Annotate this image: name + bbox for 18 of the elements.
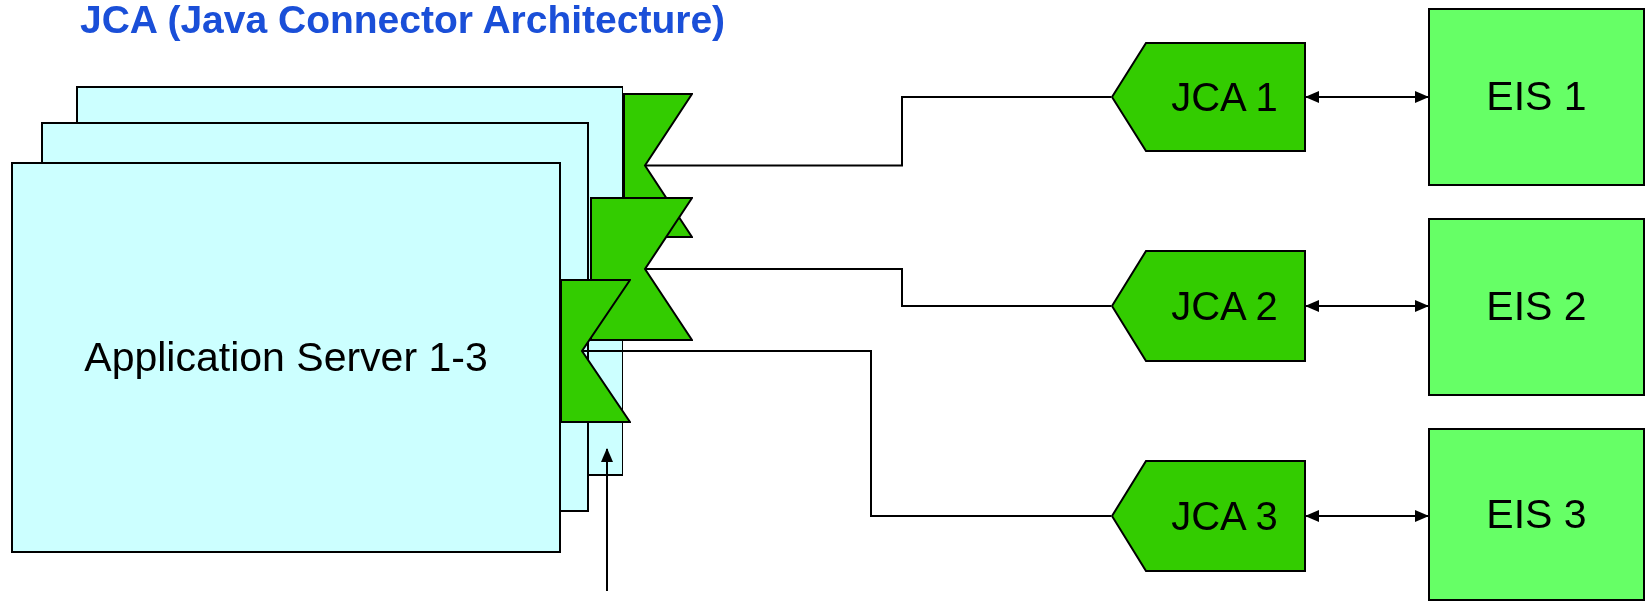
adapter-label: JCA 1: [1171, 74, 1278, 121]
arrow: [1305, 91, 1429, 103]
adapter-label: JCA 2: [1171, 283, 1278, 330]
box-label: EIS 2: [1486, 282, 1587, 332]
system-box: [1428, 218, 1645, 396]
box-label: EIS 1: [1486, 72, 1587, 122]
arrow: [601, 448, 613, 592]
diagram-title: JCA (Java Connector Architecture): [80, 0, 726, 42]
arrow: [1305, 510, 1429, 522]
connector-line: [581, 350, 1112, 517]
system-box: [1428, 428, 1645, 601]
adapter-label: JCA 3: [1171, 493, 1278, 540]
connector-line: [644, 96, 1112, 167]
server-label: Application Server 1-3: [83, 332, 489, 382]
arrow: [1305, 300, 1429, 312]
system-box: [1428, 8, 1645, 186]
box-label: EIS 3: [1486, 489, 1587, 539]
connector-line: [644, 268, 1112, 307]
